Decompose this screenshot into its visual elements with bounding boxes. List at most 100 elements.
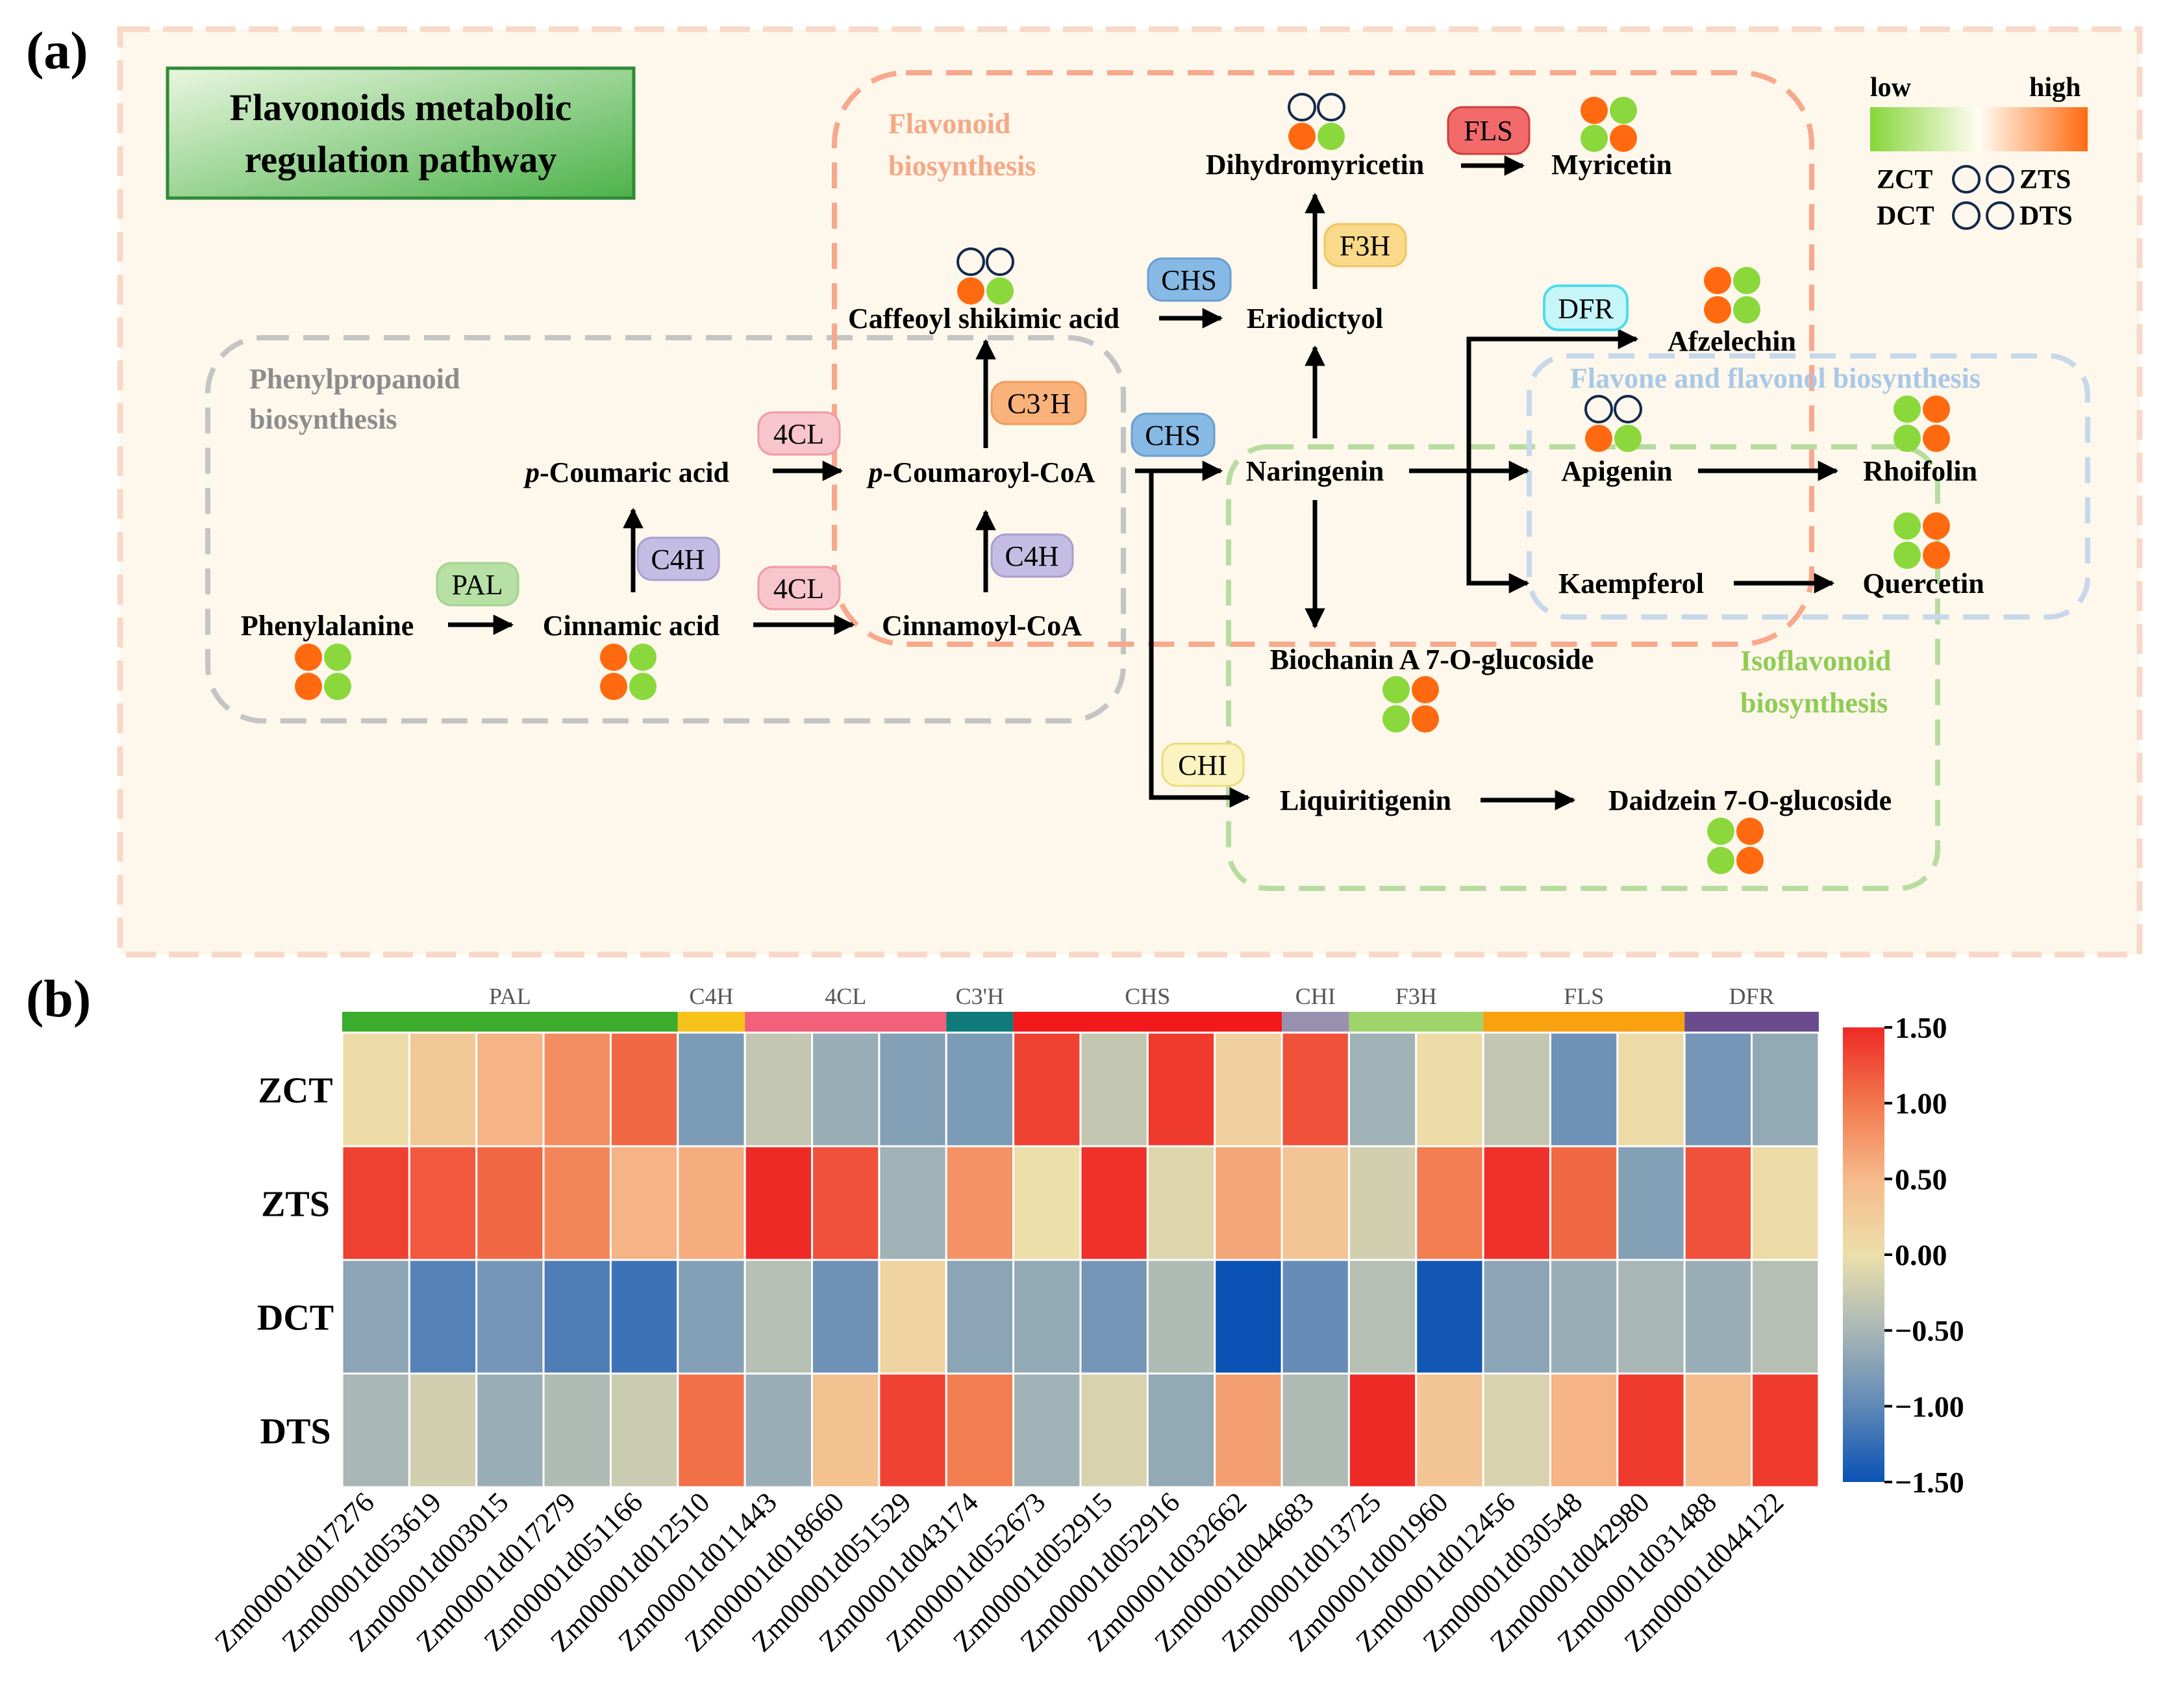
heatmap-cell bbox=[1347, 1259, 1418, 1375]
group-label: DFR bbox=[1729, 983, 1775, 1009]
enzyme-4cl-2: 4CL bbox=[757, 566, 841, 610]
compound-cinnamoyl-coa: Cinnamoyl-CoA bbox=[882, 610, 1082, 642]
compound-phenylalanine: Phenylalanine bbox=[241, 610, 414, 642]
heatmap-cell bbox=[341, 1031, 410, 1148]
pathway-arrows bbox=[448, 155, 1839, 810]
enzyme-pal: PAL bbox=[436, 562, 519, 607]
heatmap-cell bbox=[811, 1031, 881, 1148]
group-label: CHS bbox=[1125, 983, 1170, 1009]
region-isoflavonoid-label: Isoflavonoid bbox=[1740, 645, 1891, 677]
heatmap-cell bbox=[1146, 1372, 1216, 1488]
heatmap-cell bbox=[1146, 1259, 1216, 1375]
group-bar-fls bbox=[1483, 1012, 1685, 1033]
enzyme-f3h: F3H bbox=[1323, 223, 1407, 268]
group-bar-c3h bbox=[946, 1012, 1014, 1033]
heatmap-cell bbox=[1146, 1031, 1216, 1148]
heatmap-cell bbox=[1751, 1145, 1820, 1261]
heatmap-cell bbox=[1683, 1372, 1753, 1488]
group-label: FLS bbox=[1564, 983, 1604, 1009]
compound-p-coumaroyl-coa: p-Coumaroyl-CoA bbox=[866, 457, 1095, 488]
heatmap-cell bbox=[475, 1259, 545, 1375]
heatmap-cell bbox=[1683, 1145, 1753, 1261]
heatmap-cell bbox=[408, 1145, 478, 1261]
legend-circle-dct bbox=[1952, 201, 1981, 230]
enzyme-chi-label: CHI bbox=[1178, 749, 1227, 781]
heatmap-cell bbox=[609, 1259, 679, 1375]
group-bar-pal bbox=[342, 1012, 678, 1033]
heatmap-cell bbox=[1751, 1031, 1820, 1148]
compound-liquiritigenin: Liquiritigenin bbox=[1280, 785, 1451, 816]
heatmap-cell bbox=[341, 1259, 410, 1375]
group-label: PAL bbox=[489, 983, 531, 1009]
heatmap-cell bbox=[1683, 1259, 1753, 1375]
heatmap-cell bbox=[1616, 1145, 1686, 1261]
heatmap-cell bbox=[811, 1145, 881, 1261]
glyph-caffeoyl-shikimic-acid bbox=[956, 247, 1014, 305]
heatmap-cell bbox=[609, 1372, 679, 1488]
glyph-phenylalanine bbox=[295, 644, 351, 700]
compound-caffeoyl-shikimic-acid: Caffeoyl shikimic acid bbox=[848, 303, 1119, 334]
compound-p-coumaric-acid: p-Coumaric acid bbox=[523, 457, 729, 488]
heatmap-cell bbox=[1482, 1145, 1551, 1261]
group-bar-chs bbox=[1013, 1012, 1282, 1033]
enzyme-chi: CHI bbox=[1161, 742, 1245, 787]
heatmap-cell bbox=[1751, 1259, 1820, 1375]
heatmap-cell bbox=[1214, 1259, 1283, 1375]
group-bar-chi bbox=[1282, 1012, 1349, 1033]
region-isoflavonoid-label-2: biosynthesis bbox=[1740, 687, 1888, 719]
heatmap-cell bbox=[1012, 1372, 1082, 1488]
heatmap-cell bbox=[744, 1372, 814, 1488]
heatmap-cell bbox=[1146, 1145, 1216, 1261]
group-bar-dfr bbox=[1684, 1012, 1819, 1033]
heatmap-cell bbox=[945, 1372, 1015, 1488]
heatmap-cell bbox=[1214, 1145, 1283, 1261]
colorbar-tick-label: −1.00 bbox=[1895, 1390, 1964, 1423]
heatmap-cell bbox=[1079, 1372, 1149, 1488]
legend-low-label: low bbox=[1870, 73, 1912, 103]
enzyme-fls: FLS bbox=[1447, 106, 1531, 155]
region-flavone-label: Flavone and flavonol biosynthesis bbox=[1570, 362, 1981, 394]
heatmap-cell bbox=[878, 1031, 947, 1148]
heatmap-cell bbox=[878, 1145, 947, 1261]
legend-zct: ZCT bbox=[1877, 165, 1932, 195]
heatmap-cell bbox=[475, 1031, 545, 1148]
region-isoflavonoid-box bbox=[1226, 444, 1940, 891]
compound-labels: Phenylalanine Cinnamic acid p-Coumaric a… bbox=[241, 149, 1984, 816]
enzyme-fls-label: FLS bbox=[1464, 115, 1513, 147]
heatmap-cell bbox=[1079, 1145, 1149, 1261]
region-flavonoid-label: Flavonoid bbox=[888, 108, 1010, 140]
legend-gradient bbox=[1870, 107, 2088, 151]
colorbar-tick-label: −0.50 bbox=[1895, 1314, 1964, 1348]
compound-kaempferol: Kaempferol bbox=[1558, 568, 1704, 599]
heatmap-cell bbox=[542, 1031, 612, 1148]
group-label: F3H bbox=[1395, 983, 1437, 1009]
glyph-biochanin bbox=[1382, 676, 1439, 733]
heatmap-cell bbox=[1549, 1372, 1619, 1488]
glyph-daidzein bbox=[1707, 818, 1764, 874]
heatmap-cell bbox=[811, 1372, 881, 1488]
region-phenylpropanoid-label: Phenylpropanoid bbox=[249, 363, 460, 395]
heatmap-cell bbox=[341, 1145, 410, 1261]
arrow-naringenin-afzelechin bbox=[1466, 329, 1639, 471]
heatmap-cell bbox=[1079, 1259, 1149, 1375]
group-label: CHI bbox=[1295, 983, 1336, 1009]
legend-zts: ZTS bbox=[2019, 165, 2071, 195]
glyph-afzelechin bbox=[1704, 267, 1760, 323]
heatmap-cell bbox=[1214, 1372, 1283, 1488]
compound-rhoifolin: Rhoifolin bbox=[1863, 455, 1977, 487]
heatmap-cell bbox=[475, 1372, 545, 1488]
colorbar-tick-label: −1.50 bbox=[1895, 1466, 1964, 1499]
compound-afzelechin: Afzelechin bbox=[1668, 325, 1796, 357]
heatmap-cell bbox=[1347, 1372, 1418, 1488]
colorbar-tick-label: 1.50 bbox=[1895, 1011, 1947, 1044]
compound-cinnamic-acid: Cinnamic acid bbox=[543, 610, 720, 642]
row-label: ZTS bbox=[261, 1185, 330, 1225]
heatmap-cell bbox=[1415, 1145, 1484, 1261]
region-flavonoid-label-2: biosynthesis bbox=[888, 150, 1036, 182]
expression-glyphs bbox=[295, 93, 1950, 874]
colorbar-gradient bbox=[1843, 1027, 1884, 1482]
heatmap-cell bbox=[1012, 1145, 1082, 1261]
pathway-title-line1: Flavonoids metabolic bbox=[230, 86, 572, 129]
